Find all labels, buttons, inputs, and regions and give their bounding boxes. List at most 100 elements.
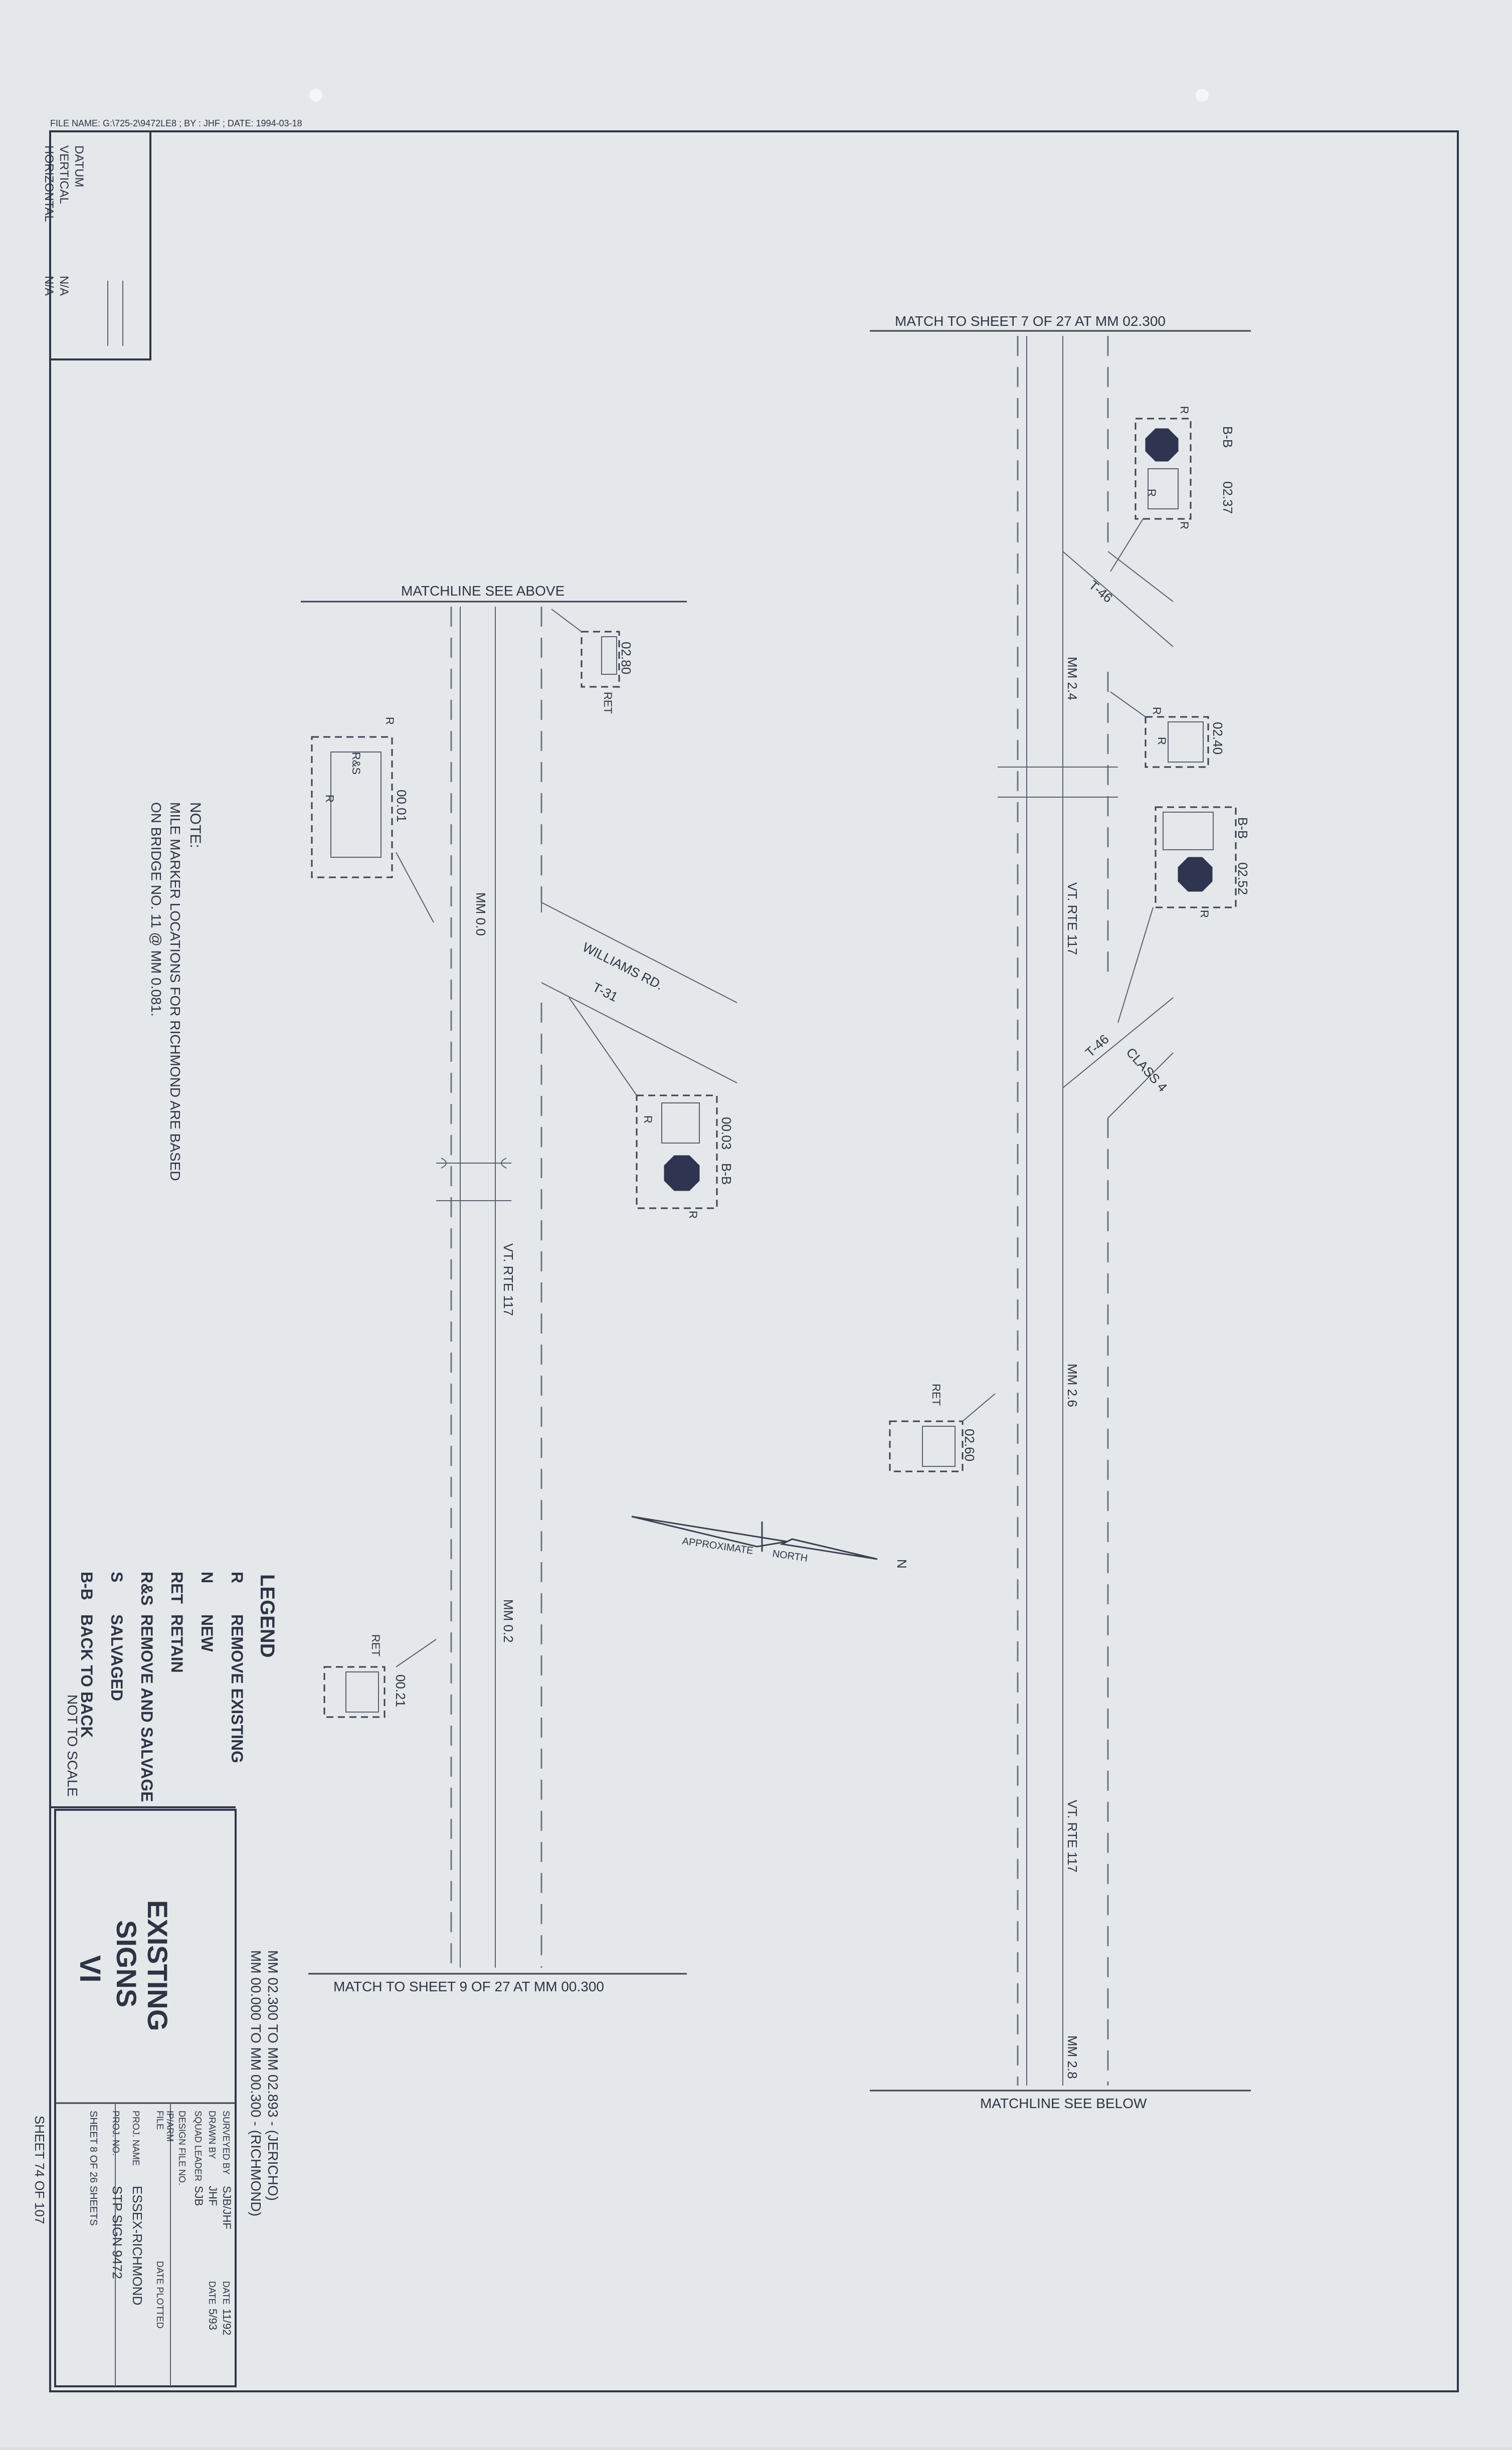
field-label: DRAWN BY <box>207 2111 217 2159</box>
sign-mm-label: 02.37 <box>1220 481 1235 514</box>
field-value: SJB/JHF <box>221 2186 233 2229</box>
mile-marker-label: MM 0.2 <box>501 1599 516 1643</box>
field-label: DATE <box>221 2281 231 2305</box>
title-block-fields: SURVEYED BY SJB/JHF DATE 11/92 DRAWN BY … <box>88 2111 233 2335</box>
route-label: VT. RTE 117 <box>1065 1800 1080 1872</box>
field-label: DATE <box>207 2281 217 2305</box>
datum-box <box>49 130 151 360</box>
not-to-scale-label: NOT TO SCALE <box>65 1694 80 1797</box>
north-letter: N <box>894 1559 909 1569</box>
sign-box <box>1145 716 1209 768</box>
field-value: ESSEX-RICHMOND <box>130 2186 145 2305</box>
stop-sign-icon <box>664 1155 700 1191</box>
sign-action-label: RET <box>930 1384 942 1406</box>
sheet-total-label: SHEET 74 OF 107 <box>32 2116 47 2224</box>
binder-hole <box>1196 89 1209 102</box>
file-name-label: FILE NAME: G:\725-2\9472LE8 ; BY : JHF ;… <box>50 118 302 128</box>
legend-code: S <box>108 1572 126 1582</box>
title-block <box>54 1809 237 2387</box>
legend-desc: BACK TO BACK <box>78 1614 96 1738</box>
title-main: EXISTING <box>142 1900 173 2031</box>
sign-action-label: R <box>1146 489 1158 497</box>
legend-code: R <box>228 1572 246 1583</box>
t46-label: T-46 <box>1082 1031 1112 1060</box>
t31-label: T-31 <box>590 980 620 1005</box>
field-label: SURVEYED BY <box>221 2111 231 2175</box>
sign-action-label: R <box>642 1115 654 1123</box>
legend-code: R&S <box>138 1572 156 1606</box>
matchline-see-above-text: MATCHLINE SEE ABOVE <box>401 583 564 599</box>
datum-vertical-value: N/A <box>57 276 71 296</box>
sign-mm-label: 02.52 <box>1235 862 1250 895</box>
field-label: PROJ. NO. <box>111 2111 121 2156</box>
legend-desc: RETAIN <box>168 1614 186 1673</box>
sign-action-label: R <box>1178 521 1191 529</box>
binder-hole <box>309 89 322 102</box>
legend-desc: NEW <box>198 1614 216 1652</box>
sign-action-label: R <box>1178 406 1191 414</box>
sign-code-label: B-B <box>1235 817 1250 839</box>
matchline-see-below-text: MATCHLINE SEE BELOW <box>980 2096 1147 2111</box>
sign-box <box>311 736 393 878</box>
sign-box <box>323 1666 386 1718</box>
datum-horizontal-value: N/A <box>42 276 56 296</box>
range-line-1: MM 02.300 TO MM 02.893 - (JERICHO) <box>265 1950 281 2201</box>
legend-title: LEGEND <box>256 1574 278 1658</box>
sign-box <box>889 1420 964 1472</box>
sign-action-label: R <box>1151 707 1163 715</box>
note-line-2: ON BRIDGE NO. 11 @ MM 0.081. <box>148 802 164 1017</box>
route-label: VT. RTE 117 <box>501 1243 516 1316</box>
legend-desc: REMOVE AND SALVAGE <box>138 1614 156 1802</box>
sign-mm-label: 02.80 <box>619 642 634 674</box>
datum-title: DATUM <box>72 145 86 187</box>
mile-marker-label: MM 2.8 <box>1065 2035 1080 2079</box>
field-label: PROJ. NAME <box>131 2111 141 2166</box>
sign-action-label: R <box>384 717 396 725</box>
north-arrow-label: APPROXIMATE <box>681 1536 754 1557</box>
field-value: STP SIGN 9472 <box>110 2186 125 2279</box>
field-value: JHF <box>207 2186 219 2206</box>
title-subtitle: SIGNS <box>111 1920 142 2007</box>
match-to-sheet-7-text: MATCH TO SHEET 7 OF 27 AT MM 02.300 <box>895 313 1166 329</box>
route-label: VT. RTE 117 <box>1065 882 1080 955</box>
north-arrow-label: NORTH <box>772 1548 808 1564</box>
mile-marker-label: MM 2.6 <box>1065 1364 1080 1407</box>
north-arrow-icon: APPROXIMATE NORTH N <box>631 1516 909 1569</box>
field-label: DATE PLOTTED <box>155 2261 165 2329</box>
sign-action-label: R&S <box>350 752 362 775</box>
legend-code: N <box>198 1572 216 1583</box>
range-line-2: MM 00.000 TO MM 00.300 - (RICHMOND) <box>248 1950 264 2216</box>
field-label: IP/ARM <box>165 2111 175 2142</box>
title-numeral: VI <box>74 1955 106 1983</box>
legend-desc: REMOVE EXISTING <box>228 1614 246 1763</box>
t46-label: T-46 <box>1086 578 1115 606</box>
note-label: NOTE: <box>187 802 204 848</box>
field-value: 5/93 <box>207 2309 219 2330</box>
sign-mm-label: 00.03 <box>719 1117 734 1150</box>
field-label: FILE <box>155 2111 165 2130</box>
title-block-heading: EXISTING SIGNS VI <box>74 1900 173 2031</box>
sign-action-label: R <box>687 1211 699 1219</box>
drawing-border <box>49 130 1459 2392</box>
class-4-label: CLASS 4 <box>1123 1045 1171 1095</box>
match-to-sheet-9-text: MATCH TO SHEET 9 OF 27 AT MM 00.300 <box>333 1979 604 1994</box>
stop-sign-icon <box>1178 857 1213 892</box>
sign-action-label: RET <box>369 1634 382 1656</box>
stop-sign-icon <box>1145 428 1179 462</box>
sign-code-label: B-B <box>719 1163 734 1185</box>
sign-action-label: R <box>1156 737 1168 745</box>
note: NOTE: MILE MARKER LOCATIONS FOR RICHMOND… <box>148 802 204 1181</box>
field-value: 11/92 <box>221 2309 233 2335</box>
legend: LEGEND R REMOVE EXISTING N NEW RET RETAI… <box>78 1572 278 1802</box>
sign-box <box>1135 418 1192 520</box>
sign-mm-label: 00.01 <box>394 790 409 822</box>
sign-code-label: B-B <box>1220 426 1235 448</box>
sign-action-label: RET <box>602 692 614 714</box>
sign-box <box>1155 806 1237 908</box>
field-label: DESIGN FILE NO. <box>177 2111 187 2185</box>
legend-code: RET <box>168 1572 186 1604</box>
note-line-1: MILE MARKER LOCATIONS FOR RICHMOND ARE B… <box>167 802 183 1181</box>
datum-text: DATUM VERTICAL N/A HORIZONTAL N/A <box>42 145 86 296</box>
